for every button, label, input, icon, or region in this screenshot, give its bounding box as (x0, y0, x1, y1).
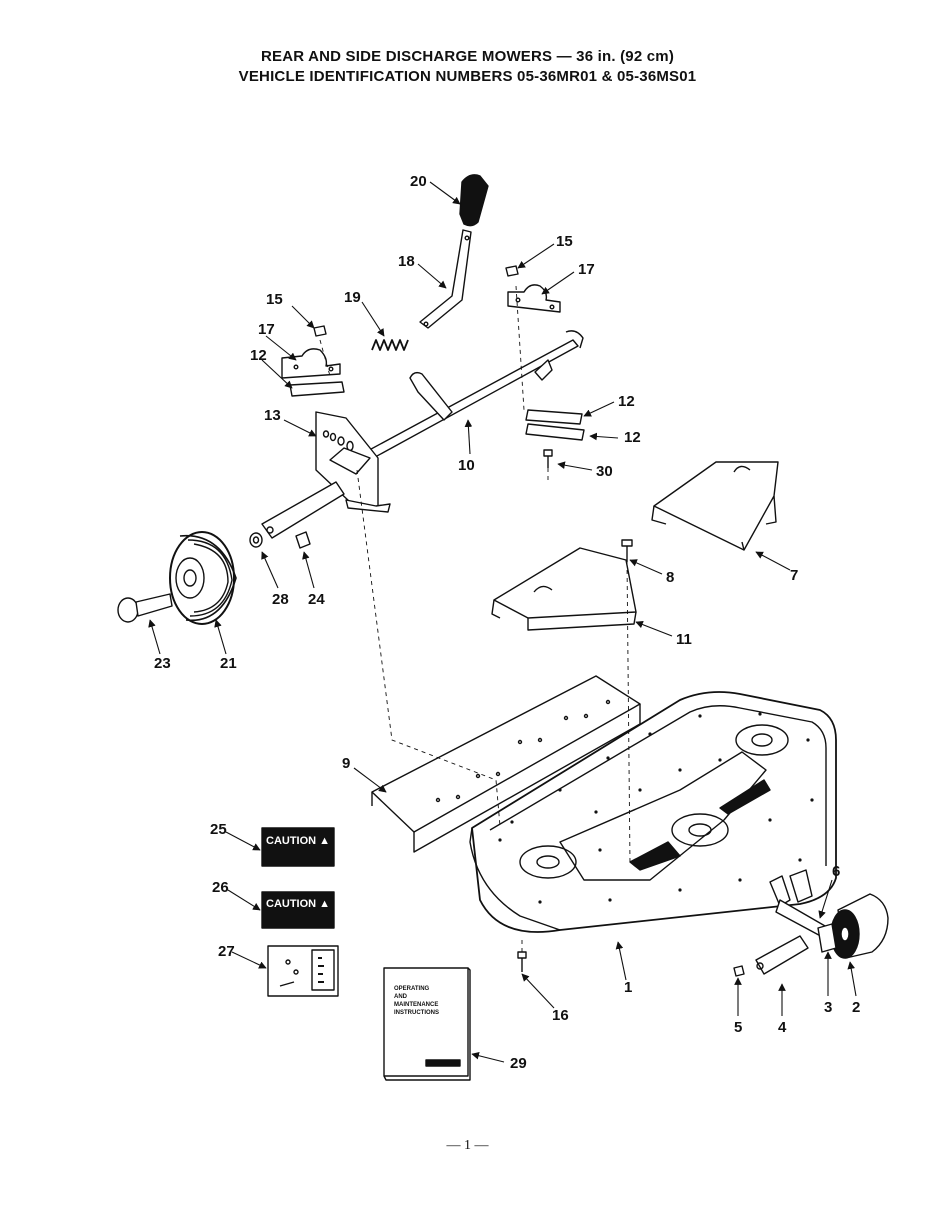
callout-8: 8 (666, 569, 674, 586)
part-20-grip (459, 174, 489, 227)
callout-28: 28 (272, 591, 289, 608)
part-link-arm (261, 481, 345, 539)
callout-24: 24 (308, 591, 325, 608)
part-1-mower-deck (469, 691, 837, 933)
part-5-bolt (733, 965, 745, 977)
part-4-roller-bracket (755, 935, 809, 975)
part-17-clamp-left (281, 348, 341, 379)
part-12-strap-right-lower (525, 423, 585, 441)
manual-text: MAINTENANCE (394, 1002, 438, 1008)
callout-1: 1 (624, 979, 632, 996)
part-26-caution-decal (261, 891, 335, 929)
callout-7: 7 (790, 567, 798, 584)
page-subtitle: VEHICLE IDENTIFICATION NUMBERS 05-36MR01… (238, 68, 697, 85)
part-23-axle-bolt (117, 593, 173, 623)
part-9-discharge-plate (371, 675, 641, 853)
part-27-instruction-decal (267, 945, 339, 997)
part-30-bolt (543, 449, 553, 468)
callout-6: 6 (832, 863, 840, 880)
part-2-roller (830, 893, 889, 959)
callout-17: 17 (258, 321, 275, 338)
callout-18: 18 (398, 253, 415, 270)
callout-21: 21 (220, 655, 237, 672)
part-8-bolt (621, 539, 633, 562)
callout-12: 12 (250, 347, 267, 364)
callout-2: 2 (852, 999, 860, 1016)
callout-11: 11 (676, 631, 692, 648)
caution-decal-text: CAUTION ▲ (266, 835, 330, 847)
callout-29: 29 (510, 1055, 527, 1072)
part-29-operator-manual (383, 967, 471, 1081)
manual-text: AND (394, 994, 408, 1000)
callout-25: 25 (210, 821, 227, 838)
part-10-lift-rod (359, 330, 584, 463)
part-28-washer (249, 532, 263, 548)
callout-9: 9 (342, 755, 350, 772)
callout-4: 4 (778, 1019, 787, 1036)
callout-16: 16 (552, 1007, 569, 1024)
part-25-caution-decal (261, 827, 335, 867)
part-7-baffle (651, 461, 779, 551)
part-21-wheel (169, 531, 237, 625)
manual-text: OPERATING (394, 986, 430, 992)
part-19-spring (371, 339, 409, 351)
page-number: — 1 — (446, 1138, 489, 1153)
part-12-strap-left (289, 381, 345, 397)
callout-27: 27 (218, 943, 235, 960)
caution-decal-text: CAUTION ▲ (266, 898, 330, 910)
callout-3: 3 (824, 999, 832, 1016)
callout-19: 19 (344, 289, 361, 306)
part-12-strap-right-upper (525, 409, 583, 425)
part-11-baffle (491, 547, 637, 631)
callout-5: 5 (734, 1019, 742, 1036)
manual-text: INSTRUCTIONS (394, 1010, 439, 1016)
callout-13: 13 (264, 407, 281, 424)
part-17-clamp-right (507, 284, 561, 313)
page-title: REAR AND SIDE DISCHARGE MOWERS — 36 in. … (260, 48, 675, 65)
part-18-lift-handle (419, 229, 472, 329)
part-24-spacer (295, 531, 311, 549)
callout-15: 15 (556, 233, 573, 250)
callout-23: 23 (154, 655, 171, 672)
callout-12: 12 (624, 429, 641, 446)
callout-15: 15 (266, 291, 283, 308)
callout-20: 20 (410, 173, 427, 190)
callout-26: 26 (212, 879, 229, 896)
part-16-bolt (517, 951, 527, 972)
callout-10: 10 (458, 457, 475, 474)
callout-12: 12 (618, 393, 635, 410)
callout-30: 30 (596, 463, 613, 480)
callout-17: 17 (578, 261, 595, 278)
part-15-nut-left (313, 325, 327, 337)
part-15-nut-right (505, 265, 519, 277)
part-3-washer (817, 923, 837, 953)
